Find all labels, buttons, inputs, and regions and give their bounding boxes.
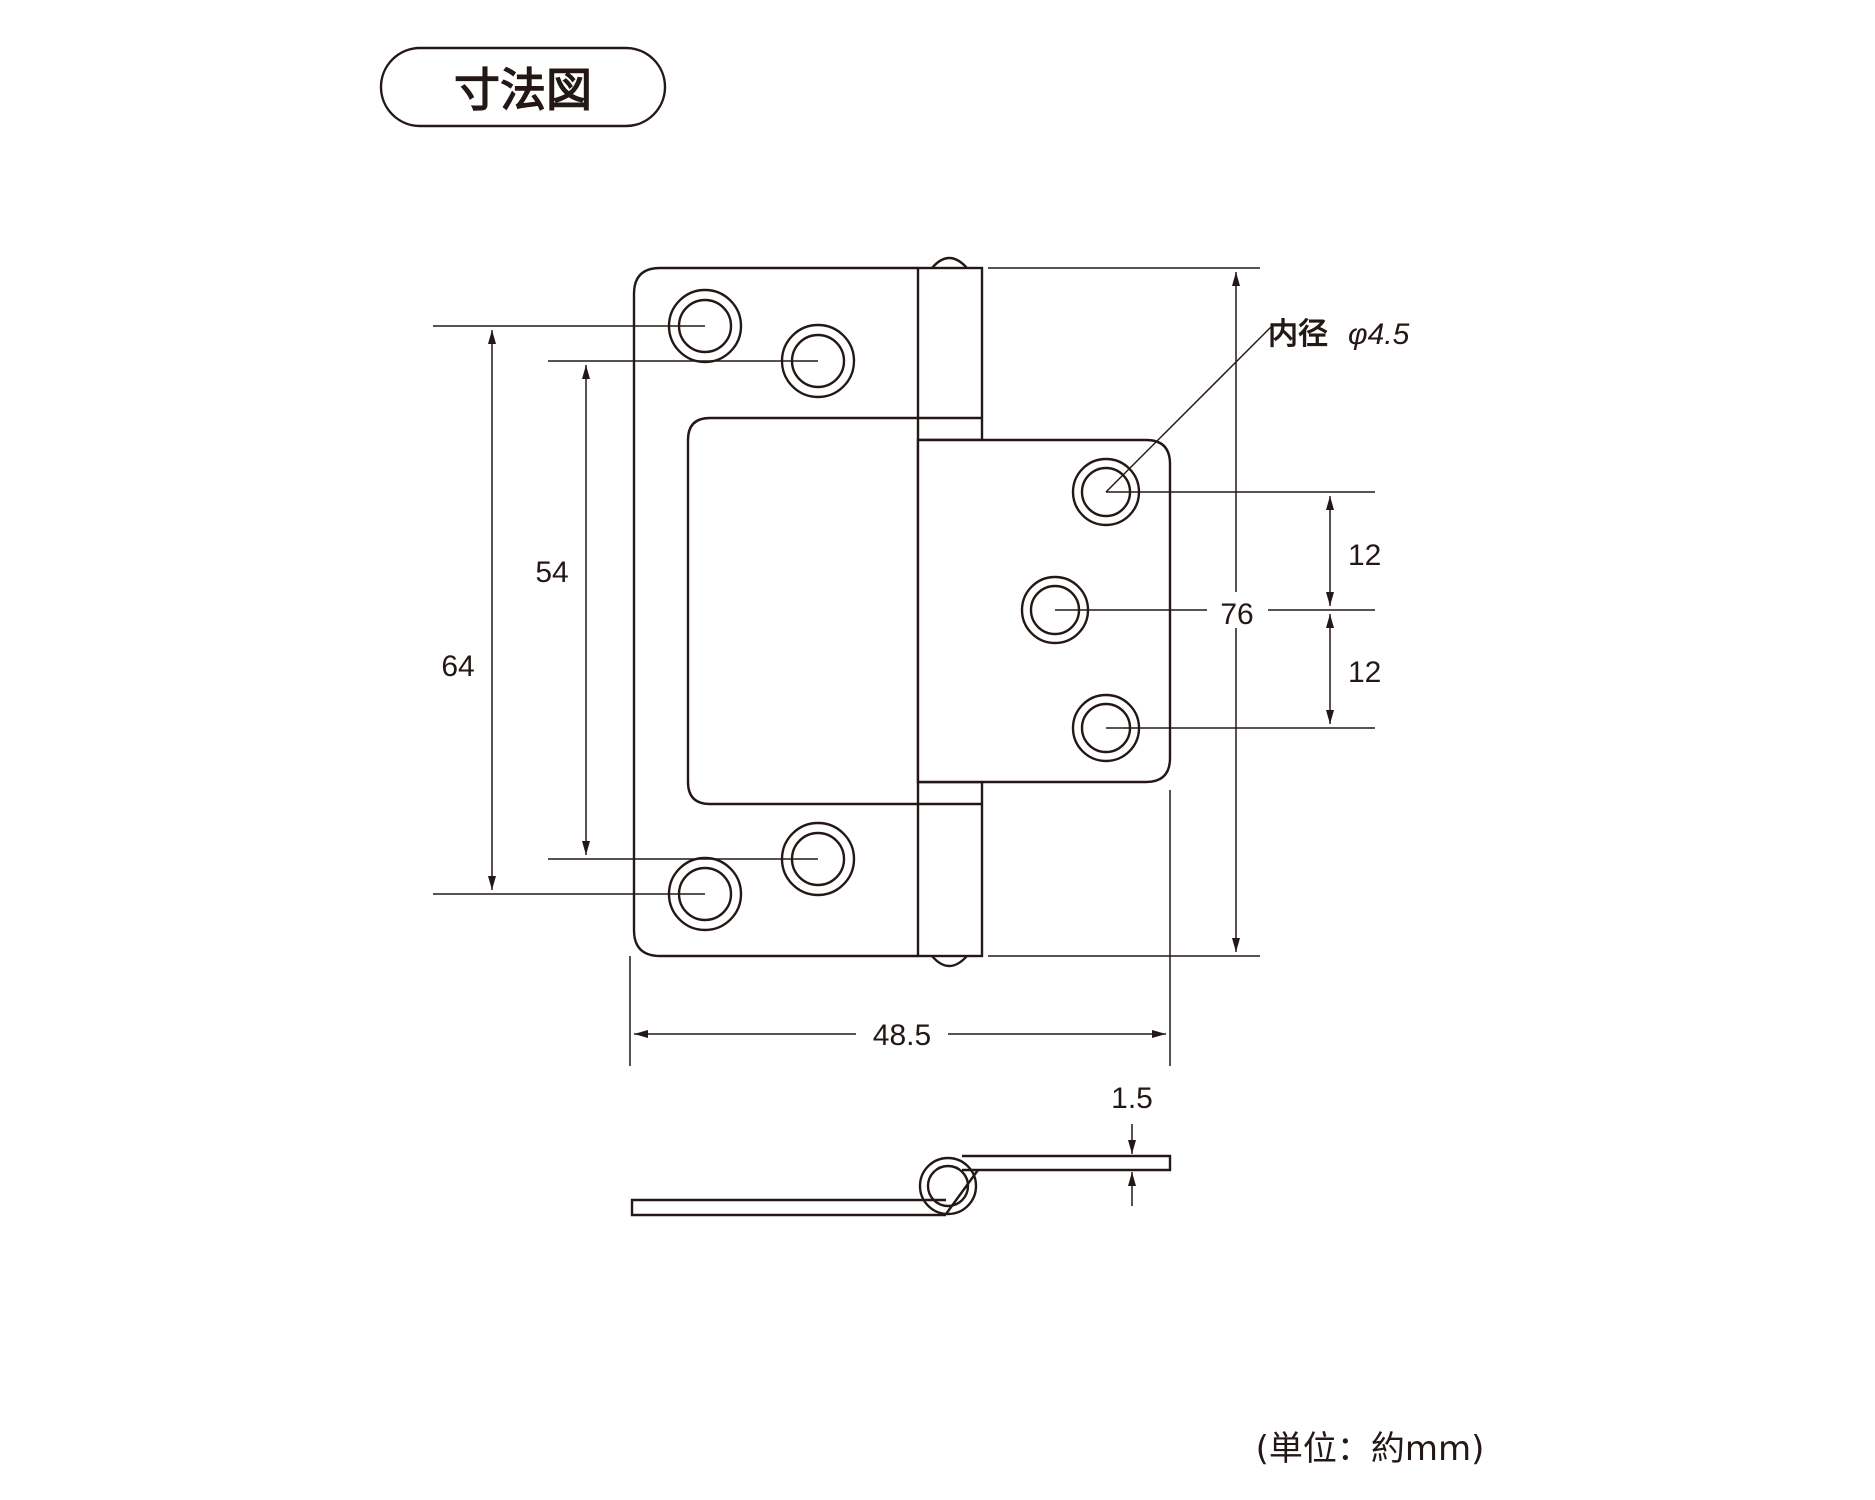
side-leaf-left	[630, 1198, 946, 1217]
unit-note: (単位：約mm)	[1256, 1429, 1485, 1469]
side-knuckle-outer	[918, 1156, 978, 1216]
dimension-thickness: 1.5	[1111, 1082, 1153, 1206]
side-knuckle-inner	[926, 1164, 970, 1208]
hole-note-label: 内径	[1268, 317, 1328, 352]
hinge-side-view	[630, 1154, 1172, 1217]
dimension-64-label: 64	[441, 650, 474, 683]
page-title: 寸法図	[454, 63, 592, 117]
title-badge-outline	[379, 46, 667, 128]
title-badge: 寸法図	[379, 46, 667, 128]
hole-note-value: φ4.5	[1348, 318, 1410, 351]
knuckle-top-cap	[931, 256, 968, 269]
dimension-54-label: 54	[535, 556, 568, 589]
hole-diameter-callout: 内径 φ4.5	[1105, 317, 1410, 493]
extension-lines	[433, 267, 1375, 1066]
side-leaf-right	[962, 1154, 1172, 1172]
leader-line	[1105, 325, 1273, 493]
dimension-12-bottom-label: 12	[1348, 656, 1381, 689]
dimension-outer-hole-pitch: 64	[428, 330, 496, 890]
left-leaf	[632, 266, 918, 958]
dimension-inner-hole-pitch: 54	[535, 365, 590, 855]
dimension-overall-height: 76	[1207, 272, 1267, 952]
dimension-48-5-label: 48.5	[873, 1019, 931, 1052]
dimension-right-hole-pitch: 12 12	[1326, 496, 1381, 724]
dimension-1-5-label: 1.5	[1111, 1082, 1153, 1115]
left-leaf-cutout	[686, 416, 918, 806]
dimension-12-top-label: 12	[1348, 539, 1381, 572]
knuckle-bottom-cap	[931, 955, 968, 968]
dimension-76-label: 76	[1220, 598, 1253, 631]
hinge-front-view	[632, 256, 1172, 968]
dimension-overall-width: 48.5	[634, 1014, 1166, 1054]
